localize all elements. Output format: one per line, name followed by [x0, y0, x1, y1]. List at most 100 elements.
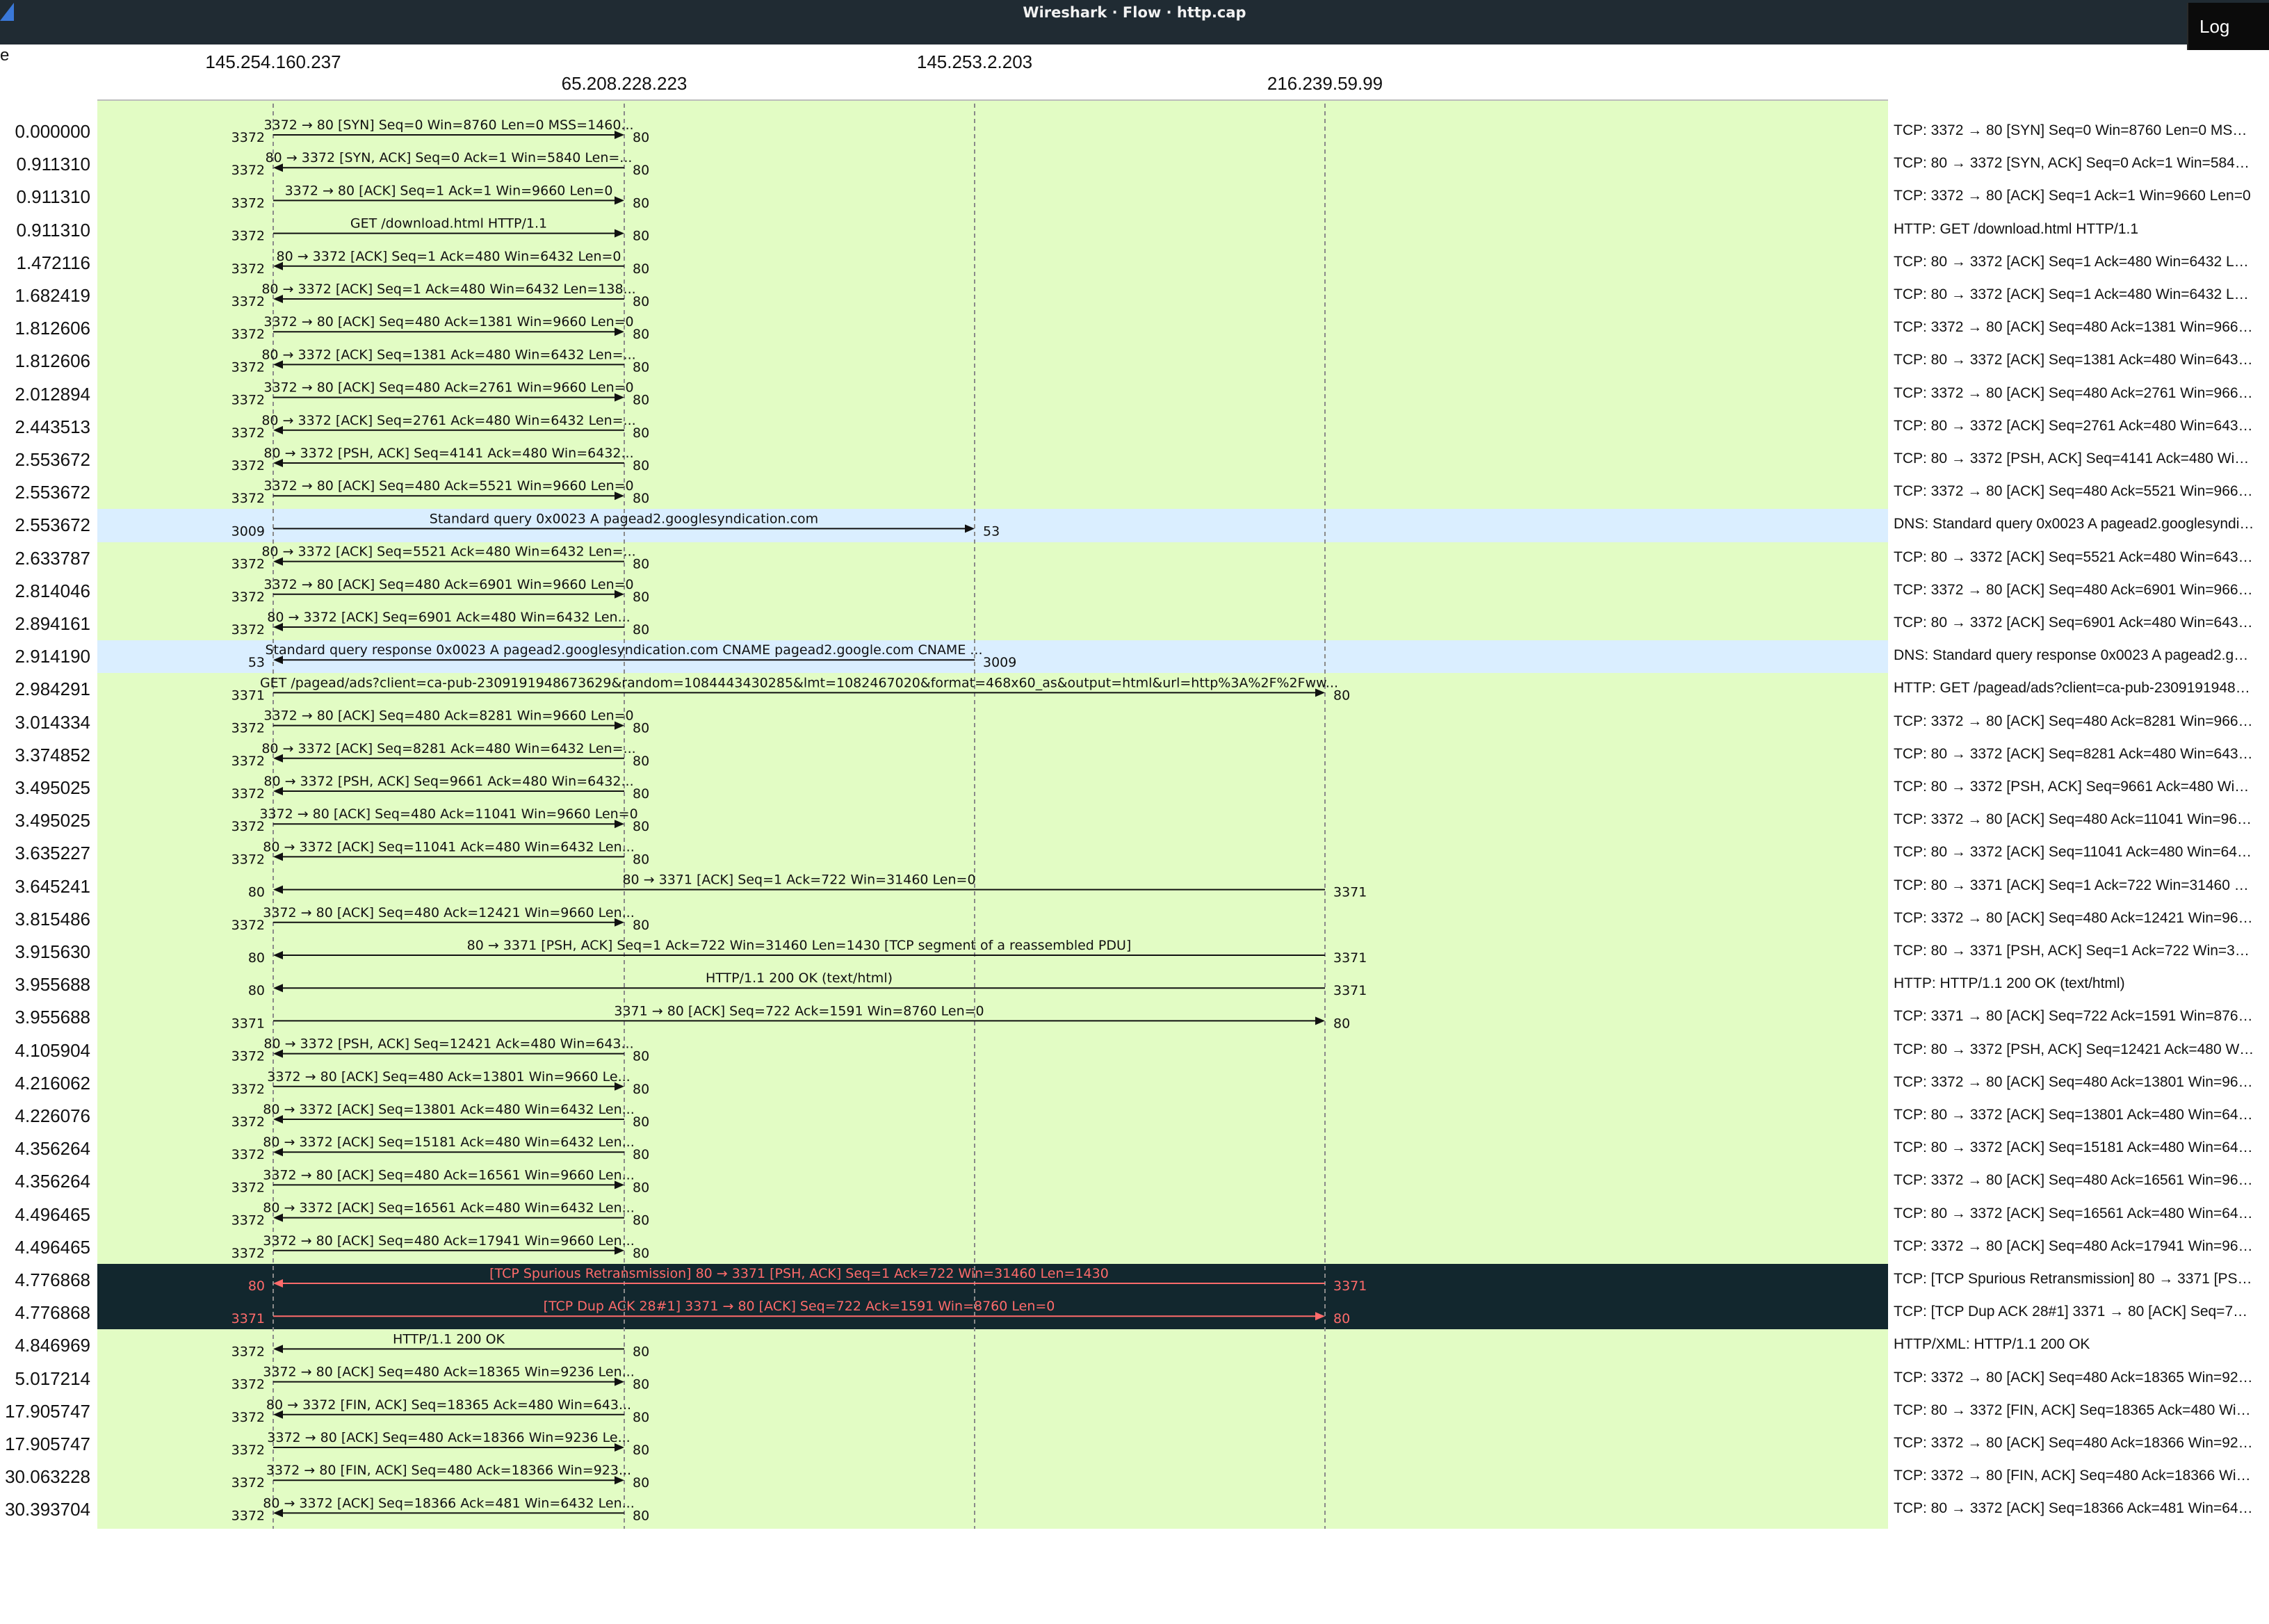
flow-src-port: 3372 [231, 1475, 265, 1491]
flow-row-background[interactable] [97, 870, 1888, 904]
flow-src-port: 3372 [231, 1147, 265, 1162]
flow-time: 4.356264 [15, 1138, 90, 1160]
flow-row-background[interactable] [97, 968, 1888, 1002]
flow-src-port: 3372 [231, 918, 265, 933]
flow-row-background[interactable] [97, 345, 1888, 379]
flow-time: 2.443513 [15, 416, 90, 437]
logout-button[interactable]: Log Out... [2187, 3, 2269, 84]
flow-row-background[interactable] [97, 542, 1888, 576]
flow-label: Standard query response 0x0023 A pagead2… [266, 642, 983, 658]
flow-label: [TCP Spurious Retransmission] 80 → 3371 … [489, 1266, 1109, 1281]
flow-arrowhead [615, 590, 624, 599]
flow-label: 80 → 3372 [ACK] Seq=5521 Ack=480 Win=643… [261, 544, 635, 560]
flow-dst-port: 80 [633, 557, 649, 572]
flow-row-background[interactable] [97, 1132, 1888, 1167]
flow-row-background[interactable] [97, 377, 1888, 412]
flow-arrowhead [615, 1377, 624, 1386]
flow-dst-port: 80 [633, 1443, 649, 1458]
clipped-column-label: e [0, 46, 10, 65]
flow-row-background[interactable] [97, 1264, 1888, 1297]
flow-label: 3372 → 80 [ACK] Seq=480 Ack=12421 Win=96… [263, 905, 634, 920]
flow-arrowhead [1315, 1312, 1325, 1321]
flow-src-port: 3372 [231, 1082, 265, 1097]
flow-arrowhead [273, 984, 283, 993]
flow-row-background[interactable] [97, 1428, 1888, 1461]
flow-src-port: 3372 [231, 163, 265, 178]
flow-row-background[interactable] [97, 574, 1888, 608]
flow-row-background[interactable] [97, 246, 1888, 280]
flow-row-background[interactable] [97, 1001, 1888, 1035]
flow-src-port: 3372 [231, 1377, 265, 1392]
flow-label: 3372 → 80 [ACK] Seq=480 Ack=8281 Win=966… [263, 708, 633, 724]
flow-src-port: 3371 [231, 1311, 265, 1326]
flow-label: 3372 → 80 [ACK] Seq=480 Ack=17941 Win=96… [263, 1233, 634, 1249]
flow-row-background[interactable] [97, 738, 1888, 772]
flow-row-background[interactable] [97, 1297, 1888, 1331]
flow-arrowhead [273, 754, 283, 763]
flow-row-background[interactable] [97, 444, 1888, 477]
flow-dst-port: 80 [633, 1508, 649, 1523]
flow-arrowhead [615, 196, 624, 205]
flow-arrowhead [1315, 1016, 1325, 1025]
flow-time: 17.905747 [5, 1434, 90, 1454]
flow-label: GET /pagead/ads?client=ca-pub-2309191948… [260, 675, 1338, 690]
flow-row-background[interactable] [97, 476, 1888, 510]
flow-label: 3372 → 80 [ACK] Seq=480 Ack=11041 Win=96… [259, 806, 637, 822]
flow-src-port: 3372 [231, 590, 265, 605]
flow-dst-port: 80 [633, 491, 649, 506]
flow-dst-port: 80 [633, 1213, 649, 1228]
flow-row-background[interactable] [97, 1362, 1888, 1396]
flow-row-background[interactable] [97, 1100, 1888, 1133]
flow-arrowhead [273, 1115, 283, 1123]
flow-row-background[interactable] [97, 837, 1888, 871]
flow-row-background[interactable] [97, 148, 1888, 182]
flow-dst-port: 80 [633, 1082, 649, 1097]
flow-row-background[interactable] [97, 902, 1888, 936]
flow-row-background[interactable] [97, 279, 1888, 313]
flow-arrowhead [965, 524, 975, 533]
flow-row-background[interactable] [97, 1395, 1888, 1429]
flow-row-background[interactable] [97, 804, 1888, 838]
flow-row-background[interactable] [97, 1329, 1888, 1363]
flow-arrowhead [273, 885, 283, 894]
flow-src-port: 3372 [231, 622, 265, 638]
flow-time: 3.915630 [15, 941, 90, 962]
flow-row-background[interactable] [97, 115, 1888, 149]
flow-src-port: 3372 [231, 819, 265, 834]
flow-time: 3.495025 [15, 810, 90, 831]
flow-row-background[interactable] [97, 608, 1888, 641]
flow-arrowhead [615, 1082, 624, 1091]
flow-row-background[interactable] [97, 312, 1888, 346]
flow-row-background[interactable] [97, 410, 1888, 444]
title-bar: Wireshark · Flow · http.cap [0, 0, 2269, 44]
flow-row-background[interactable] [97, 936, 1888, 969]
flow-src-port: 80 [248, 1278, 265, 1294]
flow-arrowhead [273, 951, 283, 959]
flow-time: 3.374852 [15, 744, 90, 765]
flow-src-port: 3372 [231, 786, 265, 802]
flow-row-background[interactable] [97, 1165, 1888, 1199]
flow-row-background[interactable] [97, 1231, 1888, 1265]
flow-time: 3.635227 [15, 843, 90, 864]
flow-dst-port: 80 [633, 425, 649, 441]
flow-time: 30.063228 [5, 1466, 90, 1488]
flow-time: 0.000000 [15, 121, 90, 142]
flow-arrowhead [615, 721, 624, 730]
flow-row-background[interactable] [97, 1034, 1888, 1068]
flow-row-background[interactable] [97, 706, 1888, 740]
flow-row-background[interactable] [97, 640, 1888, 674]
flow-row-background[interactable] [97, 673, 1888, 707]
host-header-3: 216.239.59.99 [1267, 73, 1383, 94]
flow-row-background[interactable] [97, 1198, 1888, 1232]
flow-row-background[interactable] [97, 1493, 1888, 1527]
flow-row-background[interactable] [97, 213, 1888, 247]
flow-time: 0.911310 [16, 186, 90, 208]
flow-time: 0.911310 [16, 219, 90, 241]
flow-row-background[interactable] [97, 181, 1888, 215]
flow-src-port: 3372 [231, 1508, 265, 1523]
flow-row-background[interactable] [97, 1066, 1888, 1101]
flow-row-background[interactable] [97, 1461, 1888, 1495]
flow-row-background[interactable] [97, 772, 1888, 805]
flow-row-background[interactable] [97, 509, 1888, 543]
